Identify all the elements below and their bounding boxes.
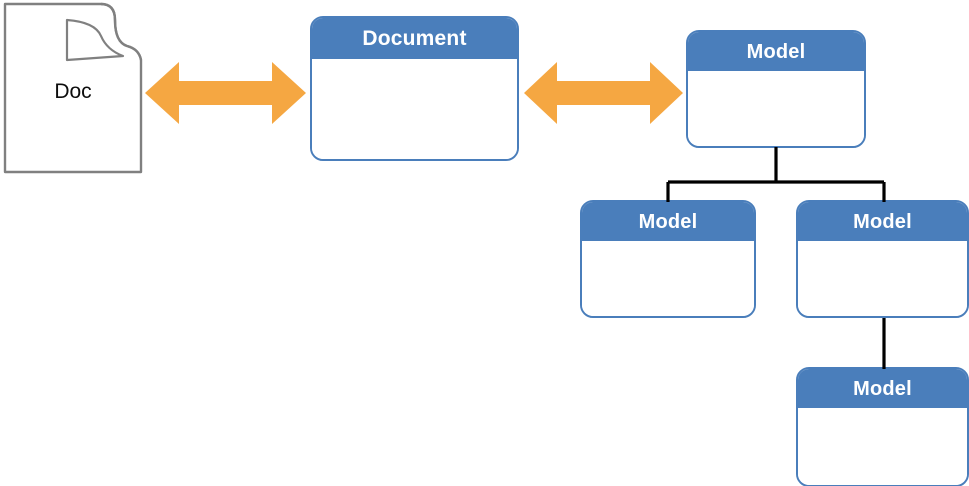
doc-label: Doc <box>54 80 92 103</box>
node-model-root[interactable]: Model <box>686 30 866 148</box>
doc-page-shape[interactable] <box>3 2 143 174</box>
node-model-child-left-header: Model <box>582 202 754 241</box>
node-model-child-right-body <box>798 241 967 316</box>
node-model-grandchild-header: Model <box>798 369 967 408</box>
node-document[interactable]: Document <box>310 16 519 161</box>
node-model-grandchild-body <box>798 408 967 485</box>
node-model-root-body <box>688 71 864 146</box>
node-model-root-header: Model <box>688 32 864 71</box>
node-model-child-right[interactable]: Model <box>796 200 969 318</box>
double-arrow-document-to-model <box>524 62 683 124</box>
node-document-body <box>312 59 517 159</box>
node-model-child-right-header: Model <box>798 202 967 241</box>
node-model-child-left-body <box>582 241 754 316</box>
node-document-header: Document <box>312 18 517 59</box>
node-model-child-left[interactable]: Model <box>580 200 756 318</box>
node-model-grandchild[interactable]: Model <box>796 367 969 486</box>
double-arrow-doc-to-document <box>145 62 306 124</box>
